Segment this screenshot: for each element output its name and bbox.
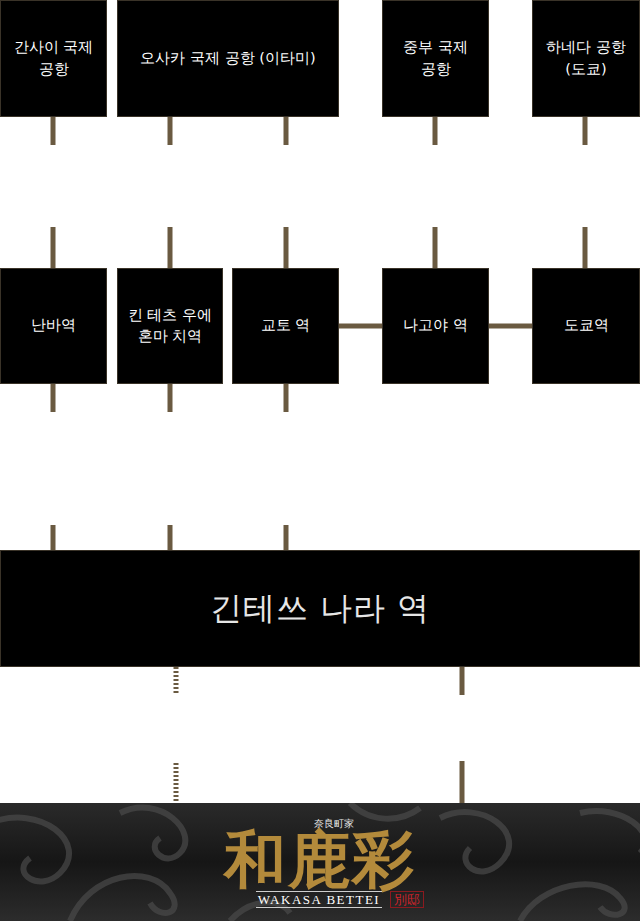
route-connector [284, 384, 289, 550]
route-connector [489, 324, 532, 329]
logo-brand: 和鹿彩 [224, 829, 416, 891]
node-label: 난바역 [31, 315, 76, 336]
route-connector [168, 384, 173, 550]
node-label: 하네다 공항 (도쿄) [536, 37, 636, 79]
route-connector [51, 384, 56, 550]
route-connector [51, 117, 56, 268]
station-box: 난바역 [0, 268, 107, 384]
node-label: 오사카 국제 공항 (이타미) [140, 48, 315, 69]
station-box: 나고야 역 [382, 268, 489, 384]
station-box: 킨 테츠 우에 혼마 치역 [117, 268, 223, 384]
swirl [520, 884, 625, 921]
airport-box: 하네다 공항 (도쿄) [532, 0, 640, 117]
logo-band: 奈良町家和鹿彩WAKASA BETTEI 別邸 [0, 803, 640, 921]
route-connector [339, 324, 382, 329]
destination-station-box: 긴테쓰 나라 역 [0, 550, 640, 667]
logo-ground [0, 803, 640, 921]
logo-english: WAKASA BETTEI [256, 891, 382, 909]
swirl [350, 803, 420, 819]
node-label: 나고야 역 [403, 315, 468, 336]
logo-row: WAKASA BETTEI 別邸 [256, 891, 424, 909]
logo-seal: 別邸 [390, 891, 424, 909]
node-label: 도쿄역 [564, 315, 609, 336]
node-label: 중부 국제 공항 [386, 37, 485, 79]
swirl [580, 811, 640, 853]
node-label: 긴테쓰 나라 역 [210, 585, 430, 631]
node-label: 교토 역 [261, 315, 311, 336]
station-box: 도쿄역 [532, 268, 640, 384]
route-connector [433, 117, 438, 268]
swirl [440, 812, 509, 871]
node-label: 킨 테츠 우에 혼마 치역 [121, 305, 219, 347]
airport-box: 중부 국제 공항 [382, 0, 489, 117]
route-connector [168, 117, 173, 268]
swirl [0, 818, 69, 882]
route-connector [284, 117, 289, 268]
swirl-ornament [0, 803, 640, 921]
route-connector [460, 667, 465, 803]
swirl [70, 876, 175, 921]
node-label: 간사이 국제 공항 [4, 37, 103, 79]
route-connector [583, 117, 588, 268]
airport-box: 오사카 국제 공항 (이타미) [117, 0, 339, 117]
logo-subtitle: 奈良町家 [314, 818, 354, 829]
swirl [120, 808, 185, 859]
airport-box: 간사이 국제 공항 [0, 0, 107, 117]
dotted-connector [174, 667, 179, 803]
station-box: 교토 역 [232, 268, 339, 384]
